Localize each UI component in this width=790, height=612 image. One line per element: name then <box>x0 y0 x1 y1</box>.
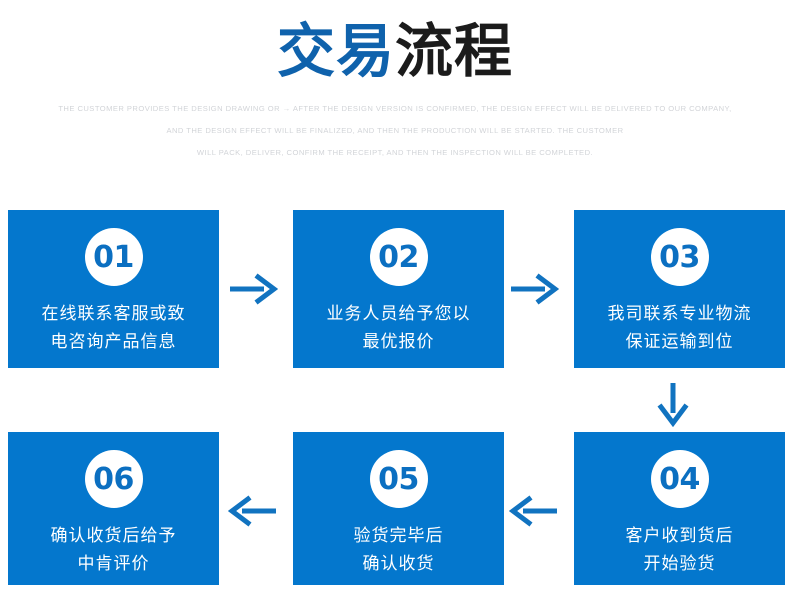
step-description-06-line-2: 中肯评价 <box>77 554 150 574</box>
step-description-02: 业务人员给予您以 最优报价 <box>327 300 471 356</box>
subtitle-line-2: AND THE DESIGN EFFECT WILL BE FINALIZED,… <box>166 126 624 135</box>
subtitle-line-1: THE CUSTOMER PROVIDES THE DESIGN DRAWING… <box>58 104 732 113</box>
subtitle-block: THE CUSTOMER PROVIDES THE DESIGN DRAWING… <box>0 84 790 164</box>
process-row-top: 01 在线联系客服或致 电咨询产品信息 02 业务人员给予您以 最优报价 03 … <box>8 210 785 368</box>
arrow-left-icon-04-to-05 <box>509 494 559 528</box>
step-description-02-line-1: 业务人员给予您以 <box>326 304 471 324</box>
step-description-01: 在线联系客服或致 电咨询产品信息 <box>42 300 186 356</box>
step-description-05-line-1: 验货完毕后 <box>353 526 444 546</box>
arrow-left-icon-05-to-06 <box>228 494 278 528</box>
step-number-badge-02: 02 <box>369 228 428 286</box>
step-card-06: 06 确认收货后给予 中肯评价 <box>8 432 219 585</box>
step-description-02-line-2: 最优报价 <box>362 332 435 352</box>
page-title: 交易流程 <box>0 0 790 84</box>
step-description-03-line-2: 保证运输到位 <box>625 332 734 352</box>
page-title-dark-part: 流程 <box>395 17 514 85</box>
step-description-01-line-1: 在线联系客服或致 <box>41 304 186 324</box>
step-description-04-line-2: 开始验货 <box>643 554 716 574</box>
step-description-04-line-1: 客户收到货后 <box>625 526 734 546</box>
page-title-blue-part: 交易 <box>276 17 395 85</box>
step-description-03-line-1: 我司联系专业物流 <box>607 304 752 324</box>
step-number-badge-04: 04 <box>650 450 709 508</box>
step-number-badge-06: 06 <box>84 450 143 508</box>
arrow-down-icon-03-to-04 <box>656 381 690 427</box>
process-row-bottom: 06 确认收货后给予 中肯评价 05 验货完毕后 确认收货 04 客户收到货后 … <box>8 432 785 585</box>
step-number-badge-01: 01 <box>84 228 143 286</box>
arrow-right-icon-02-to-03 <box>509 272 559 306</box>
step-number-badge-05: 05 <box>369 450 428 508</box>
step-description-05-line-2: 确认收货 <box>362 554 435 574</box>
header: 交易流程 THE CUSTOMER PROVIDES THE DESIGN DR… <box>0 0 790 164</box>
arrow-right-icon-01-to-02 <box>228 272 278 306</box>
step-description-06: 确认收货后给予 中肯评价 <box>51 522 177 578</box>
step-card-02: 02 业务人员给予您以 最优报价 <box>293 210 504 368</box>
step-card-03: 03 我司联系专业物流 保证运输到位 <box>574 210 785 368</box>
step-card-04: 04 客户收到货后 开始验货 <box>574 432 785 585</box>
step-number-badge-03: 03 <box>650 228 709 286</box>
step-description-05: 验货完毕后 确认收货 <box>354 522 444 578</box>
step-description-04: 客户收到货后 开始验货 <box>626 522 734 578</box>
step-card-01: 01 在线联系客服或致 电咨询产品信息 <box>8 210 219 368</box>
step-card-05: 05 验货完毕后 确认收货 <box>293 432 504 585</box>
step-description-06-line-1: 确认收货后给予 <box>50 526 177 546</box>
step-description-01-line-2: 电咨询产品信息 <box>50 332 177 352</box>
step-description-03: 我司联系专业物流 保证运输到位 <box>608 300 752 356</box>
subtitle-line-3: WILL PACK, DELIVER, CONFIRM THE RECEIPT,… <box>196 148 594 157</box>
